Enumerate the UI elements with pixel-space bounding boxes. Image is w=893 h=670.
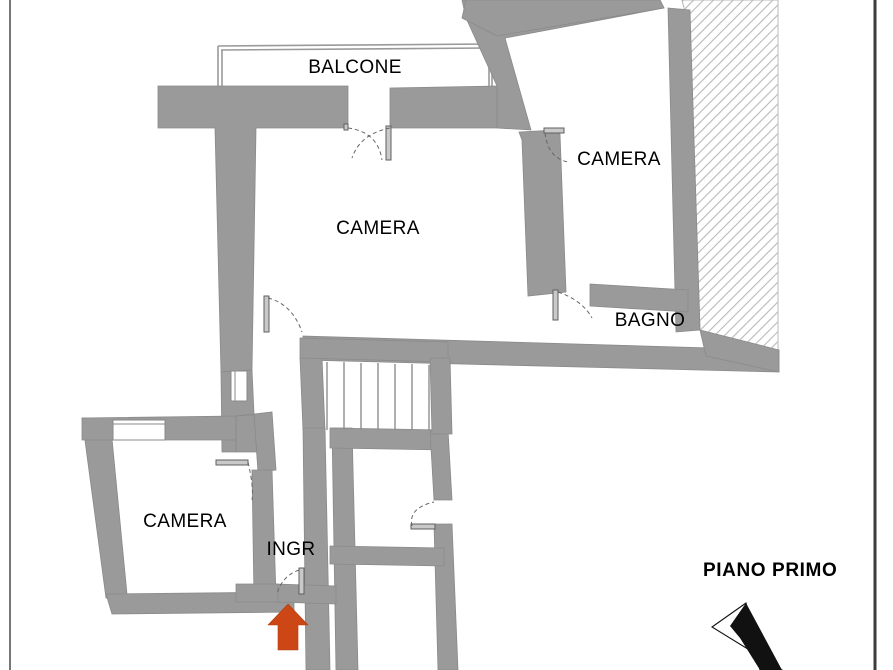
door-camera-upper-right (543, 127, 569, 163)
door-camera-lower-left (215, 459, 253, 501)
walls (81, 0, 780, 670)
staircase (326, 362, 430, 430)
north-arrow (711, 602, 784, 670)
door-landing (410, 501, 436, 530)
door-balcone-right (351, 125, 392, 161)
window-opening (230, 370, 248, 402)
sheet-border (9, 0, 877, 670)
door-camera-main (263, 295, 303, 333)
room-label-ingresso: INGR (266, 539, 315, 560)
door-balcone-left (343, 123, 383, 161)
doors (215, 123, 593, 595)
room-label-camera-main: CAMERA (336, 218, 420, 239)
sheet-title: PIANO PRIMO (703, 560, 837, 581)
door-bagno (552, 289, 593, 321)
hatched-exterior-wall (681, 0, 779, 353)
room-label-balcone: BALCONE (308, 57, 402, 78)
entrance-direction-arrow (267, 603, 309, 651)
room-label-bagno: BAGNO (615, 310, 686, 331)
room-label-camera-upper-right: CAMERA (577, 149, 661, 170)
room-labels: BALCONE CAMERA CAMERA BAGNO CAMERA INGR (143, 57, 685, 560)
room-label-camera-lower-left: CAMERA (143, 511, 227, 532)
door-ingresso (276, 567, 305, 595)
